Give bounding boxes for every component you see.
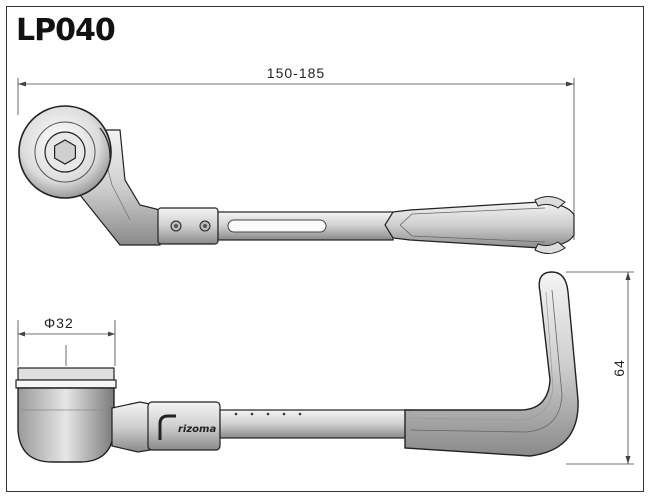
- bar-end-disc: [18, 105, 112, 199]
- height-dimension-label: 64: [611, 359, 627, 377]
- l-shaped-guard: [404, 271, 579, 457]
- hex-socket-icon: [53, 139, 77, 165]
- guard-tip: [384, 201, 575, 249]
- adjustment-slot: [227, 219, 327, 233]
- length-dimension-label: 150-185: [267, 65, 325, 81]
- length-dimension: 150-185: [17, 65, 575, 240]
- side-view: Φ32 64 rizoma: [15, 271, 634, 465]
- diameter-dimension-label: Φ32: [44, 315, 74, 331]
- side-bar: [219, 409, 411, 439]
- diameter-dimension: Φ32: [17, 315, 116, 366]
- product-code-title: LP040: [16, 13, 116, 48]
- brand-logo: [158, 414, 176, 440]
- bar-end-body: [15, 367, 117, 463]
- height-dimension: 64: [566, 271, 634, 465]
- arm-connector: [111, 401, 151, 453]
- top-view: 150-185: [17, 65, 575, 254]
- brand-label: rizoma: [178, 424, 216, 435]
